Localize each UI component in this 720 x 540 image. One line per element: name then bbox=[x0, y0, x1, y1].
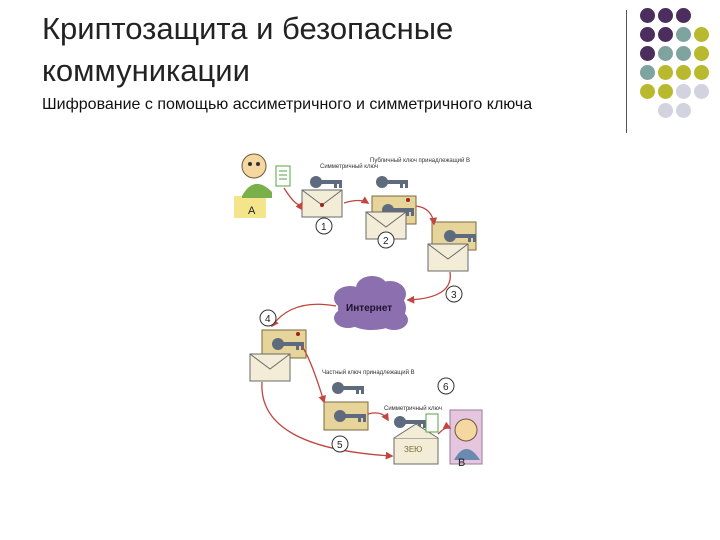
step-marker: 2 bbox=[378, 232, 394, 248]
svg-text:4: 4 bbox=[265, 314, 271, 325]
decorative-dot-grid bbox=[638, 8, 718, 118]
dot bbox=[658, 103, 673, 118]
private-key-label: Частный ключ принадлежащий В bbox=[322, 369, 415, 376]
public-key-label: Публичный ключ принадлежащий В bbox=[370, 157, 470, 164]
slide-title: Криптозащита и безопасные коммуникации bbox=[42, 8, 602, 92]
dot bbox=[676, 103, 691, 118]
party-b-label: B bbox=[458, 457, 465, 469]
svg-text:6: 6 bbox=[443, 382, 449, 393]
envelope-icon bbox=[428, 244, 468, 271]
svg-text:3: 3 bbox=[451, 290, 457, 301]
svg-text:1: 1 bbox=[321, 222, 327, 233]
dot bbox=[640, 84, 655, 99]
encryption-diagram: A Симметричный ключ Публичный ключ прина… bbox=[232, 148, 502, 478]
flow-arrow bbox=[416, 206, 434, 224]
step-marker: 4 bbox=[260, 310, 276, 326]
dot bbox=[658, 65, 673, 80]
dot bbox=[640, 65, 655, 80]
dot bbox=[658, 27, 673, 42]
private-key-icon bbox=[332, 382, 364, 394]
internet-label: Интернет bbox=[346, 303, 392, 314]
dot bbox=[676, 8, 691, 23]
symmetric-key-label-bottom: Симметричный ключ bbox=[384, 405, 442, 412]
dot bbox=[658, 46, 673, 61]
dot bbox=[694, 84, 709, 99]
symmetric-key-icon bbox=[310, 176, 342, 188]
dot bbox=[658, 8, 673, 23]
svg-text:5: 5 bbox=[337, 440, 343, 451]
person-a-icon bbox=[234, 154, 290, 218]
dot bbox=[694, 46, 709, 61]
public-key-icon bbox=[376, 176, 408, 188]
dot bbox=[676, 65, 691, 80]
flow-arrow bbox=[284, 188, 302, 205]
flow-arrow bbox=[344, 201, 368, 204]
dot bbox=[640, 46, 655, 61]
svg-text:2: 2 bbox=[383, 236, 389, 247]
flow-arrow bbox=[408, 272, 450, 300]
dot bbox=[676, 46, 691, 61]
document-icon bbox=[426, 414, 438, 432]
flow-arrow bbox=[368, 413, 388, 420]
flow-arrow bbox=[438, 428, 450, 434]
slide-subtitle: Шифрование с помощью ассиметричного и си… bbox=[42, 94, 602, 116]
step-marker: 3 bbox=[446, 286, 462, 302]
symmetric-key-label-top: Симметричный ключ bbox=[320, 163, 378, 170]
dot bbox=[658, 84, 673, 99]
dot bbox=[694, 65, 709, 80]
flow-arrow bbox=[272, 304, 336, 326]
envelope-code-label: ЗЕЮ bbox=[404, 445, 422, 454]
person-b-icon bbox=[450, 410, 482, 464]
symmetric-key-icon bbox=[394, 416, 426, 428]
envelope-icon bbox=[250, 354, 290, 381]
dot bbox=[694, 27, 709, 42]
dot bbox=[640, 27, 655, 42]
step-marker: 5 bbox=[332, 436, 348, 452]
dot bbox=[676, 27, 691, 42]
step-marker: 6 bbox=[438, 378, 454, 394]
dot bbox=[640, 8, 655, 23]
dot bbox=[676, 84, 691, 99]
step-marker: 1 bbox=[316, 218, 332, 234]
divider-line bbox=[626, 10, 627, 133]
party-a-label: A bbox=[248, 205, 256, 217]
